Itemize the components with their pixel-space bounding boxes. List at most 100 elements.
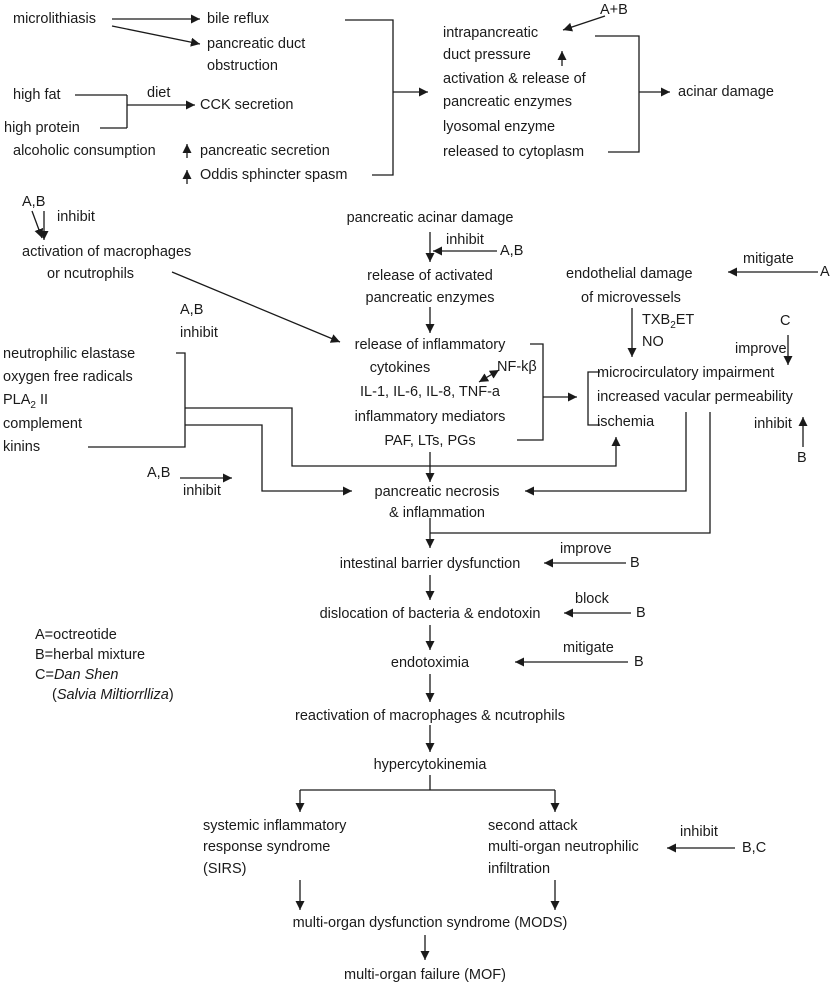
label-bile-reflux: bile reflux xyxy=(207,11,270,27)
label-second-line3: infiltration xyxy=(488,861,551,877)
pla2-subscript: 2 xyxy=(30,399,36,411)
label-ab-acinar: A,B xyxy=(500,243,524,259)
label-inflammatory-mediators: inflammatory mediators xyxy=(354,409,506,425)
label-release-activated: release of activated xyxy=(367,268,493,284)
label-block: block xyxy=(575,591,609,607)
label-microvessels: of microvessels xyxy=(581,290,681,306)
label-ischemia: ischemia xyxy=(597,414,655,430)
label-cck-secretion: CCK secretion xyxy=(200,97,294,113)
legend-b: B=herbal mixture xyxy=(35,647,146,663)
legend-a: A=octreotide xyxy=(35,627,117,643)
arrow-micro-to-necrosis xyxy=(525,412,687,496)
label-inhibit-second: inhibit xyxy=(680,824,718,840)
label-high-protein: high protein xyxy=(4,120,80,136)
label-release-inflammatory: release of inflammatory xyxy=(354,337,506,353)
label-released-cytoplasm: released to cytoplasm xyxy=(443,144,585,160)
label-bc: B,C xyxy=(742,840,767,856)
arrow-left-to-necrosis xyxy=(185,424,352,496)
label-pancreatic-enzymes-central: pancreatic enzymes xyxy=(365,290,495,306)
arrow-ab-top xyxy=(562,15,606,32)
label-inhibit-left: inhibit xyxy=(180,325,218,341)
bracket-microcirculation xyxy=(587,371,600,426)
line-a-inhibit xyxy=(31,210,44,239)
label-acinar-damage: acinar damage xyxy=(678,84,774,100)
label-b-permeability: B xyxy=(797,450,807,466)
pla2-text: PLA xyxy=(3,392,31,408)
label-pancreatic-enzymes-top: pancreatic enzymes xyxy=(443,94,572,110)
label-mof: multi-organ failure (MOF) xyxy=(344,967,506,983)
label-endotoximia: endotoximia xyxy=(390,655,470,671)
legend-c-latin: (Salvia Miltiorrlliza) xyxy=(52,688,174,703)
txb-subscript: 2 xyxy=(670,319,676,331)
arrow-macrophage-to-cytokines xyxy=(171,271,341,343)
label-a-endothelial: A xyxy=(820,264,830,280)
split-hyper xyxy=(300,775,555,791)
bracket-left-list xyxy=(88,352,186,448)
label-kinins: kinins xyxy=(3,439,41,455)
label-ab-macrophage: A,B xyxy=(22,194,46,210)
label-activation-release: activation & release of xyxy=(443,71,586,87)
label-inhibit-necrosis: inhibit xyxy=(183,483,221,499)
arrow-permeability-to-intestinal xyxy=(430,412,711,534)
label-sirs-line1: systemic inflammatory xyxy=(203,818,347,834)
label-inflammation: & inflammation xyxy=(389,505,485,521)
label-reactivation: reactivation of macrophages & ncutrophil… xyxy=(294,708,566,724)
label-alcoholic-consumption: alcoholic consumption xyxy=(13,143,156,159)
legend-c-open: ( xyxy=(52,687,57,703)
label-improve-micro: improve xyxy=(735,341,787,357)
label-paf: PAF, LTs, PGs xyxy=(384,433,476,449)
label-b-endotoximia: B xyxy=(634,654,644,670)
label-dislocation: dislocation of bacteria & endotoxin xyxy=(319,606,541,622)
legend-c-prefix: C= xyxy=(35,667,54,683)
label-cytokines: cytokines xyxy=(369,360,431,376)
label-b-dislocation: B xyxy=(636,605,646,621)
label-pla2: PLA2 II xyxy=(3,393,48,411)
label-elastase: neutrophilic elastase xyxy=(3,346,136,362)
label-txb2et: TXB2ET xyxy=(642,313,694,331)
label-permeability: increased vacular permeability xyxy=(597,389,793,405)
label-endothelial-damage: endothelial damage xyxy=(566,266,693,282)
txb-text: TXB xyxy=(642,312,671,328)
bracket-etiology xyxy=(345,19,394,176)
label-no: NO xyxy=(642,334,664,350)
label-radicals: oxygen free radicals xyxy=(3,369,133,385)
legend-c-name: Dan Shen xyxy=(53,667,119,683)
label-second-line2: multi-organ neutrophilic xyxy=(488,839,639,855)
label-lysosomal: lyosomal enzyme xyxy=(443,119,556,135)
label-mods: multi-organ dysfunction syndrome (MODS) xyxy=(292,915,568,931)
label-pancreatic-duct: pancreatic duct xyxy=(207,36,306,52)
label-nfkb: NF-kβ xyxy=(497,359,537,375)
label-ab-top: A+B xyxy=(600,2,628,18)
label-intrapancreatic: intrapancreatic xyxy=(443,25,539,41)
legend-c-close: ) xyxy=(168,687,174,703)
label-second-line1: second attack xyxy=(488,818,578,834)
label-diet: diet xyxy=(147,85,171,101)
label-inhibit-macrophage: inhibit xyxy=(57,209,95,225)
arrow-left-to-ischemia xyxy=(185,407,621,467)
label-ab-necrosis: A,B xyxy=(147,465,171,481)
label-sirs-line2: response syndrome xyxy=(203,839,331,855)
label-inhibit-acinar: inhibit xyxy=(446,232,484,248)
label-inhibit-permeability: inhibit xyxy=(754,416,792,432)
legend-c: C=Dan Shen xyxy=(35,668,118,683)
label-oddis-spasm: Oddis sphincter spasm xyxy=(200,167,348,183)
label-high-fat: high fat xyxy=(13,87,61,103)
label-b-intestinal: B xyxy=(630,555,640,571)
pla2-suffix: II xyxy=(35,392,49,408)
label-or-neutrophils: or ncutrophils xyxy=(47,266,135,282)
bracket-intrapancreatic xyxy=(595,35,640,153)
label-c-improve: C xyxy=(780,313,791,329)
bracket-cytokines xyxy=(517,343,544,441)
label-duct-pressure: duct pressure xyxy=(443,47,531,63)
label-activation-macrophages: activation of macrophages xyxy=(22,244,192,260)
label-pancreatic-secretion: pancreatic secretion xyxy=(200,143,330,159)
label-microlithiasis: microlithiasis xyxy=(13,11,96,27)
label-complement: complement xyxy=(3,416,82,432)
label-obstruction: obstruction xyxy=(207,58,278,74)
label-ab-inhibit-left: A,B xyxy=(180,302,204,318)
txb-suffix: ET xyxy=(675,312,695,328)
label-intestinal-barrier: intestinal barrier dysfunction xyxy=(339,556,521,572)
label-mitigate-endothelial: mitigate xyxy=(743,251,794,267)
